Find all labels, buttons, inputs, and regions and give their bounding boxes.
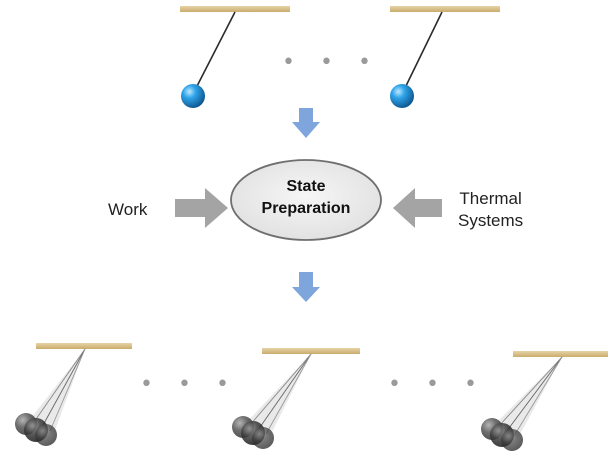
bottom-pendulum-right xyxy=(481,351,608,451)
pendulum-ball-dark xyxy=(252,427,274,449)
pendulum-ball-dark xyxy=(501,429,523,451)
pendulum-string xyxy=(194,11,236,91)
pendulum-string xyxy=(33,348,86,423)
ellipsis-bottom-left: • • • xyxy=(140,372,238,397)
pendulum-string xyxy=(497,356,563,428)
pendulum-string xyxy=(403,11,443,91)
pendulum-string xyxy=(265,353,312,435)
arrow-left-thermal-icon xyxy=(393,188,442,228)
top-pendulum-right xyxy=(390,6,500,108)
arrow-right-work-icon xyxy=(175,188,228,228)
state-preparation-ellipse xyxy=(230,159,382,241)
swing-blur xyxy=(244,354,311,436)
ceiling-bar xyxy=(513,351,608,357)
arrow-down-bottom-icon xyxy=(292,272,320,302)
pendulum-string xyxy=(513,356,563,437)
ceiling-bar xyxy=(390,6,500,12)
state-preparation-label: State Preparation xyxy=(232,176,380,220)
thermal-label-line1: Thermal xyxy=(459,189,522,208)
ellipsis-bottom-right: • • • xyxy=(388,372,486,397)
pendulum-string xyxy=(249,353,312,426)
ellipsis-top: • • • xyxy=(282,50,380,75)
ceiling-bar xyxy=(262,348,360,354)
center-label-line1: State xyxy=(286,178,326,195)
center-label-line2: Preparation xyxy=(261,200,351,217)
thermal-label-line2: Systems xyxy=(458,211,524,230)
bottom-pendulum-middle xyxy=(232,348,360,449)
work-label: Work xyxy=(108,200,148,219)
swing-blur xyxy=(492,357,562,438)
pendulum-string xyxy=(257,353,312,431)
pendulum-string xyxy=(505,356,563,433)
ceiling-bar xyxy=(180,6,290,12)
bottom-pendulum-left xyxy=(15,343,132,446)
top-pendulum-left xyxy=(180,6,290,108)
ceiling-bar xyxy=(36,343,132,349)
pendulum-ball-blue xyxy=(390,84,414,108)
pendulum-string xyxy=(49,348,86,432)
arrow-down-top-icon xyxy=(292,108,320,138)
pendulum-ball-blue xyxy=(181,84,205,108)
thermal-systems-label: Thermal Systems xyxy=(458,188,523,232)
pendulum-ball-dark xyxy=(35,424,57,446)
pendulum-string xyxy=(41,348,86,428)
